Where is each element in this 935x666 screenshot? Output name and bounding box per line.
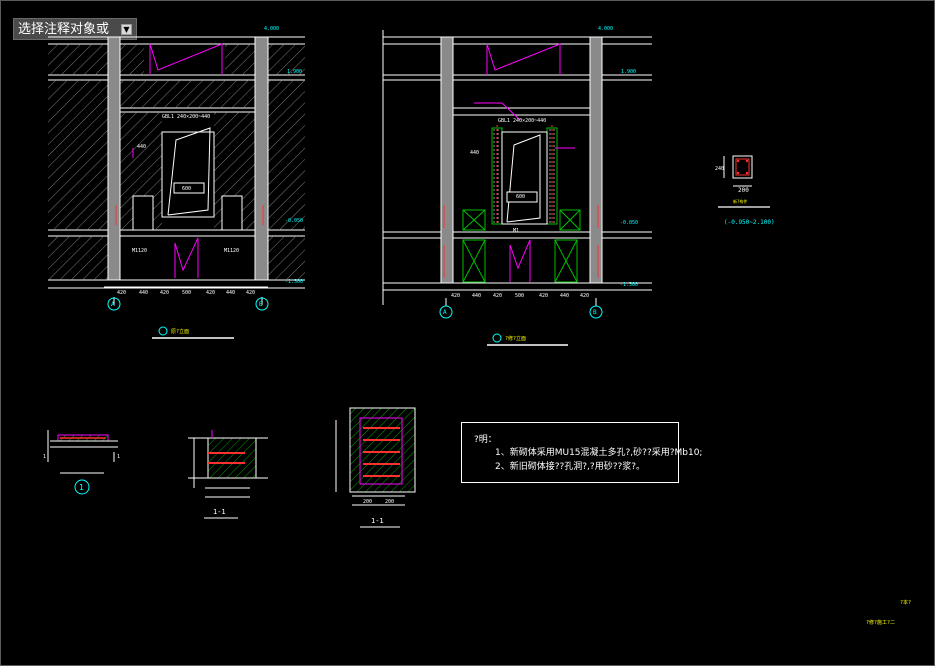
left-label-600: 600 bbox=[182, 186, 191, 192]
notes-box: ?明： 1、新砌体采用MU15混凝土多孔?,砂??采用?Mb10; 2、新旧砌体… bbox=[461, 422, 702, 483]
left-elev-neg1500: -1.500 bbox=[285, 279, 303, 285]
right-elev-4000: 4.000 bbox=[598, 26, 613, 32]
left-label-gbl1: GBL1 240×200~440 bbox=[162, 114, 210, 120]
corner-line-1: ?本? bbox=[900, 599, 911, 606]
column-dim-240: 240 bbox=[715, 166, 724, 172]
right-dim-6: 440 bbox=[560, 293, 569, 299]
left-elev-1900: 1.900 bbox=[287, 69, 302, 75]
selector-label: 选择注释对象或 bbox=[18, 22, 110, 37]
right-elevation-text: 4.000 1.900 -0.050 -1.500 GBL1 240×200~4… bbox=[451, 26, 638, 299]
right-dim-7: 420 bbox=[580, 293, 589, 299]
left-dim-6: 440 bbox=[226, 290, 235, 296]
detail-3-dim-1: 200 bbox=[363, 499, 372, 505]
notes-title: ?明： bbox=[474, 435, 497, 445]
right-elevation bbox=[382, 30, 652, 306]
detail-1-label-right: 1 bbox=[117, 454, 120, 460]
right-dim-2: 440 bbox=[472, 293, 481, 299]
annotation-selector-dropdown[interactable]: 选择注释对象或 ▼ bbox=[13, 18, 137, 40]
right-axis-b: B bbox=[593, 309, 597, 316]
left-elev-neg0050: -0.050 bbox=[285, 218, 303, 224]
detail-2: 1-1 bbox=[188, 430, 268, 519]
chevron-down-icon[interactable]: ▼ bbox=[121, 24, 132, 35]
right-label-m1: M1 bbox=[513, 228, 519, 234]
right-dim-4: 500 bbox=[515, 293, 524, 299]
detail-1: 1 1 1 bbox=[43, 430, 120, 495]
left-axis-b: B bbox=[259, 301, 263, 308]
column-detail-title: 新?构件 bbox=[733, 198, 747, 204]
detail-3-dim-2: 200 bbox=[385, 499, 394, 505]
corner-line-2: ?修?施工?二 bbox=[866, 619, 895, 626]
left-elevation bbox=[48, 36, 305, 305]
notes-line-2: 2、新旧砌体接??孔洞?,?用砂??浆?。 bbox=[495, 462, 646, 472]
right-dim-5: 420 bbox=[539, 293, 548, 299]
right-elev-neg0050: -0.050 bbox=[620, 220, 638, 226]
left-dim-3: 420 bbox=[160, 290, 169, 296]
left-label-m1120-a: M1120 bbox=[132, 248, 147, 254]
left-dim-2: 440 bbox=[139, 290, 148, 296]
left-axis-markers bbox=[107, 297, 269, 311]
left-axis-a: A bbox=[111, 301, 115, 308]
left-elevation-text: 4.000 1.900 -0.050 -1.500 GBL1 240×200~4… bbox=[117, 26, 303, 296]
detail-3: 200 200 1-1 bbox=[335, 407, 416, 528]
detail-2-label: 1-1 bbox=[213, 508, 226, 516]
right-label-600: 600 bbox=[516, 194, 525, 200]
column-detail: 240 200 新?构件 (-0.950~2.100) bbox=[715, 155, 775, 226]
detail-3-label: 1-1 bbox=[371, 517, 384, 525]
notes-line-1: 1、新砌体采用MU15混凝土多孔?,砂??采用?Mb10; bbox=[495, 448, 703, 458]
left-label-440: 440 bbox=[137, 144, 146, 150]
right-label-440: 440 bbox=[470, 150, 479, 156]
column-detail-caption: (-0.950~2.100) bbox=[724, 219, 775, 226]
right-dim-3: 420 bbox=[493, 293, 502, 299]
right-label-gbl1: GBL1 240×200~440 bbox=[498, 118, 546, 124]
left-elevation-title: 原?立面 bbox=[171, 328, 189, 335]
right-elev-1900: 1.900 bbox=[621, 69, 636, 75]
right-elev-neg1500: -1.500 bbox=[620, 282, 638, 288]
right-axis-a: A bbox=[443, 309, 447, 316]
right-axis-markers bbox=[439, 305, 603, 319]
left-dim-1: 420 bbox=[117, 290, 126, 296]
detail-1-number: 1 bbox=[79, 483, 84, 492]
title-block-text: ?本? ?修?施工?二 bbox=[866, 599, 911, 626]
column-dim-200: 200 bbox=[738, 187, 749, 194]
left-label-m1120-b: M1120 bbox=[224, 248, 239, 254]
left-elev-4000: 4.000 bbox=[264, 26, 279, 32]
detail-1-label-left: 1 bbox=[43, 454, 46, 460]
left-dim-7: 420 bbox=[246, 290, 255, 296]
right-elevation-title: ?修?立面 bbox=[505, 335, 526, 342]
left-dim-4: 500 bbox=[182, 290, 191, 296]
right-dim-1: 420 bbox=[451, 293, 460, 299]
left-dim-5: 420 bbox=[206, 290, 215, 296]
